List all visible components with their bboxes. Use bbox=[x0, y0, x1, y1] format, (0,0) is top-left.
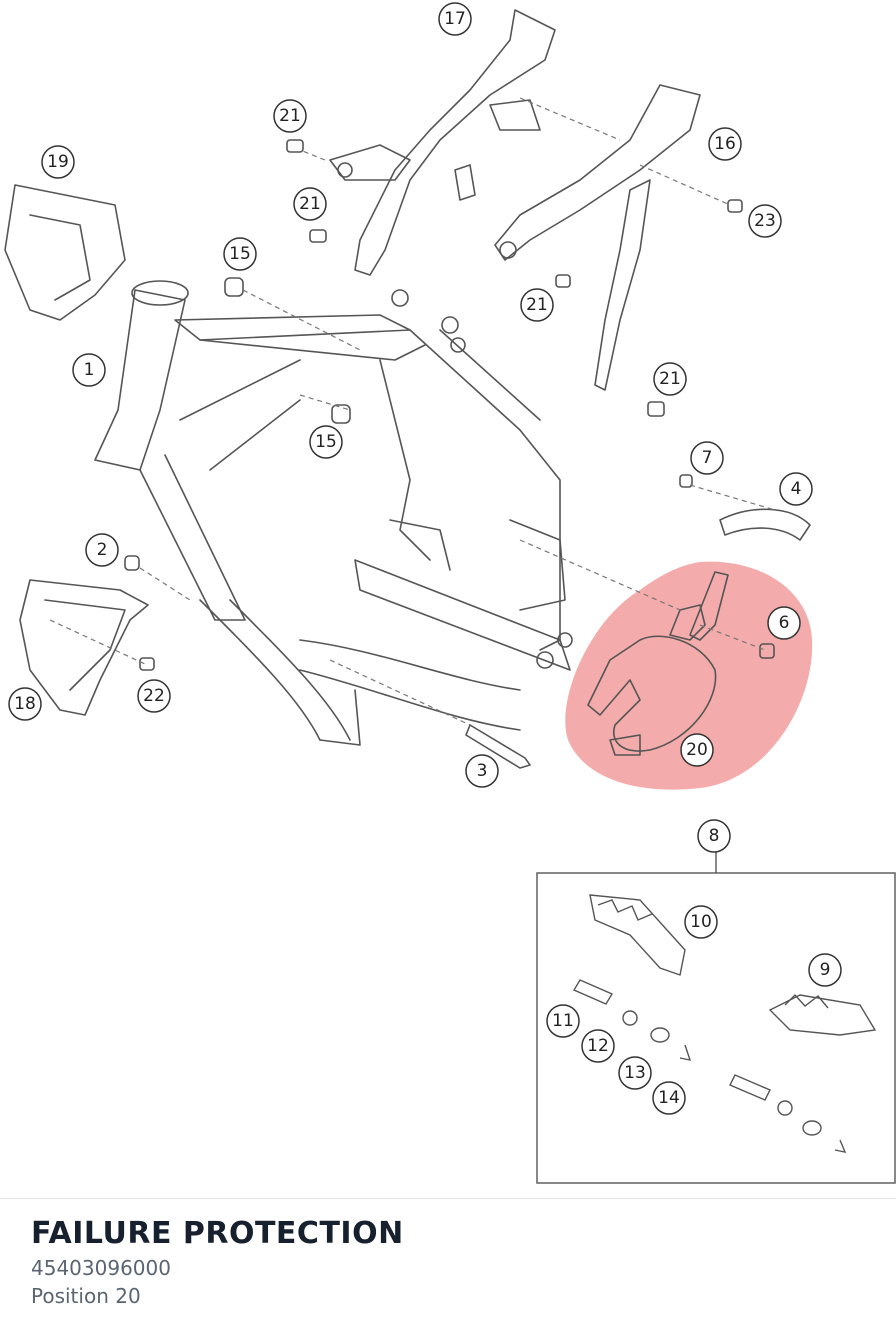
callout-20[interactable]: 20 bbox=[686, 740, 708, 760]
callout-19[interactable]: 19 bbox=[47, 152, 69, 172]
subframe-drawing bbox=[329, 9, 556, 276]
exploded-parts-diagram: 17 21 16 19 21 23 15 21 1 21 15 7 4 2 6 … bbox=[4, 2, 896, 1184]
callout-6[interactable]: 6 bbox=[779, 613, 790, 633]
callout-21-b[interactable]: 21 bbox=[299, 194, 321, 214]
part-title: FAILURE PROTECTION bbox=[31, 1216, 404, 1251]
chain-guide-drawing bbox=[719, 508, 811, 541]
callout-7[interactable]: 7 bbox=[702, 448, 713, 468]
callout-15-a[interactable]: 15 bbox=[229, 244, 251, 264]
callout-13[interactable]: 13 bbox=[624, 1063, 646, 1083]
callout-16[interactable]: 16 bbox=[714, 134, 736, 154]
callout-23[interactable]: 23 bbox=[754, 211, 776, 231]
rear-subframe-drawing bbox=[494, 84, 701, 391]
callout-11[interactable]: 11 bbox=[552, 1011, 574, 1031]
part-info-panel: FAILURE PROTECTION 45403096000 Position … bbox=[31, 1214, 404, 1310]
callout-22[interactable]: 22 bbox=[143, 686, 165, 706]
callout-12[interactable]: 12 bbox=[587, 1036, 609, 1056]
callout-21-d[interactable]: 21 bbox=[659, 369, 681, 389]
callout-21-c[interactable]: 21 bbox=[526, 295, 548, 315]
callout-1[interactable]: 1 bbox=[84, 360, 95, 380]
section-divider bbox=[0, 1198, 896, 1199]
callout-8[interactable]: 8 bbox=[709, 826, 720, 846]
part-position: Position 20 bbox=[31, 1284, 141, 1308]
selected-part-highlight[interactable] bbox=[565, 561, 813, 790]
callout-14[interactable]: 14 bbox=[658, 1088, 680, 1108]
callout-9[interactable]: 9 bbox=[820, 960, 831, 980]
footpeg-kit-box bbox=[536, 852, 896, 1184]
callout-17[interactable]: 17 bbox=[444, 9, 466, 29]
fasteners-drawing bbox=[124, 139, 775, 769]
callout-21-a[interactable]: 21 bbox=[279, 106, 301, 126]
callout-18[interactable]: 18 bbox=[14, 694, 36, 714]
callout-4[interactable]: 4 bbox=[791, 479, 802, 499]
callout-2[interactable]: 2 bbox=[97, 540, 108, 560]
number-plate-drawing bbox=[4, 184, 126, 321]
guard-drawing bbox=[19, 579, 149, 716]
callout-3[interactable]: 3 bbox=[477, 761, 488, 781]
callout-15-b[interactable]: 15 bbox=[315, 432, 337, 452]
footpeg-bracket-drawing bbox=[587, 571, 729, 756]
part-number: 45403096000 bbox=[31, 1256, 171, 1280]
callout-10[interactable]: 10 bbox=[690, 912, 712, 932]
frame-drawing bbox=[94, 280, 573, 746]
